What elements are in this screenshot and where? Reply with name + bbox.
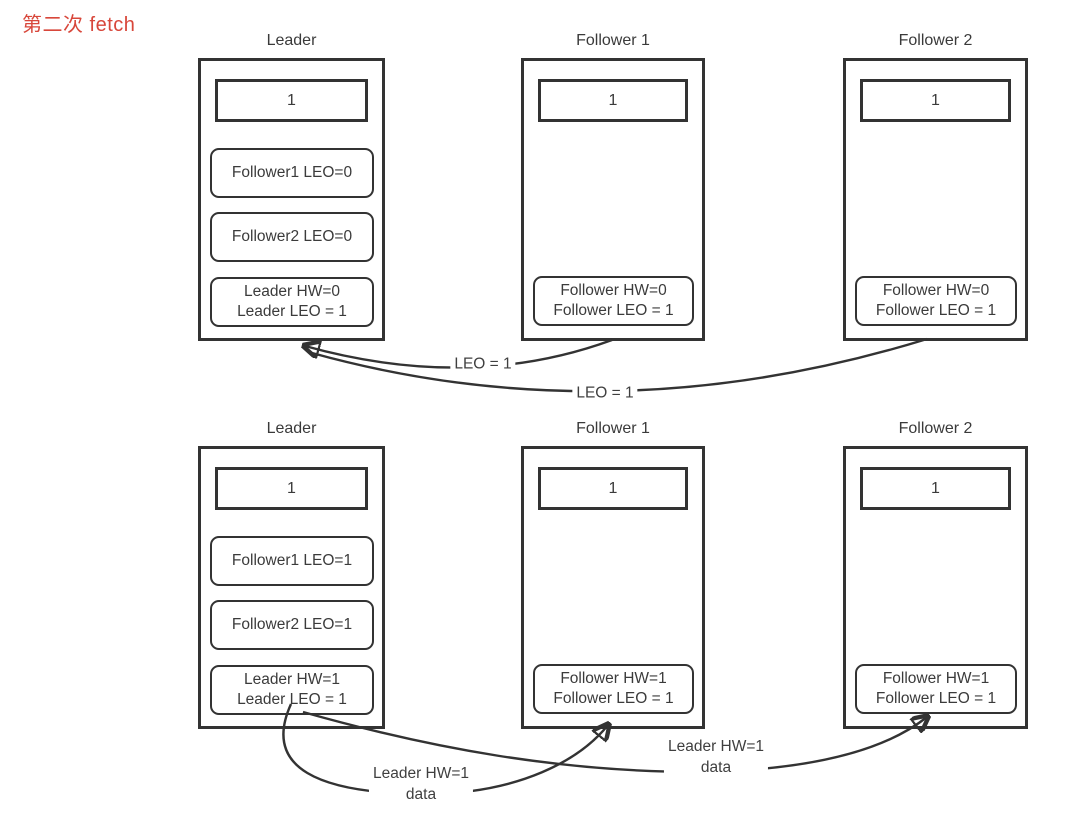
node-title: Follower 2 [898,32,973,49]
page-title: 第二次 fetch [22,14,136,36]
log-segment: 1 [860,79,1011,122]
cell-follower-hw-leo: Follower HW=0 Follower LEO = 1 [533,276,694,326]
node-title: Leader [266,32,317,49]
stage2-follower2-node: Follower 2 1 Follower HW=1 Follower LEO … [843,420,1028,729]
arrow-label-leo-follower1: LEO = 1 [450,353,516,375]
stage2-follower1-node: Follower 1 1 Follower HW=1 Follower LEO … [521,420,705,729]
stage1-follower1-node: Follower 1 1 Follower HW=0 Follower LEO … [521,32,705,341]
arrow-label-hw-data-follower1: Leader HW=1 data [368,763,474,805]
node-title: Follower 1 [576,420,650,437]
stage1-leader-node: Leader 1 Follower1 LEO=0 Follower2 LEO=0… [198,32,385,341]
log-segment: 1 [860,467,1011,510]
arrow-label-hw-data-follower2: Leader HW=1 data [663,736,769,778]
node-title: Follower 2 [898,420,973,437]
cell-follower1-leo: Follower1 LEO=1 [210,536,374,586]
cell-leader-hw-leo: Leader HW=1 Leader LEO = 1 [210,665,374,715]
log-segment: 1 [538,79,688,122]
log-segment: 1 [215,467,368,510]
cell-follower-hw-leo: Follower HW=1 Follower LEO = 1 [533,664,694,714]
arrow-label-leo-follower2: LEO = 1 [572,382,638,404]
cell-follower1-leo: Follower1 LEO=0 [210,148,374,198]
log-segment: 1 [215,79,368,122]
node-title: Leader [266,420,317,437]
cell-follower-hw-leo: Follower HW=0 Follower LEO = 1 [855,276,1017,326]
cell-follower2-leo: Follower2 LEO=1 [210,600,374,650]
cell-leader-hw-leo: Leader HW=0 Leader LEO = 1 [210,277,374,327]
stage2-leader-node: Leader 1 Follower1 LEO=1 Follower2 LEO=1… [198,420,385,729]
stage1-follower2-node: Follower 2 1 Follower HW=0 Follower LEO … [843,32,1028,341]
node-title: Follower 1 [576,32,650,49]
log-segment: 1 [538,467,688,510]
cell-follower-hw-leo: Follower HW=1 Follower LEO = 1 [855,664,1017,714]
cell-follower2-leo: Follower2 LEO=0 [210,212,374,262]
